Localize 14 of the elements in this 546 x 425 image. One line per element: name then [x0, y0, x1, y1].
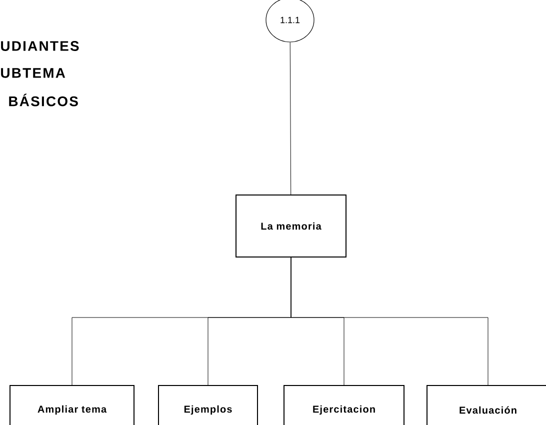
box-label: Ampliar tema	[38, 405, 107, 415]
process-box	[284, 385, 404, 425]
heading-text: UDIANTES	[1, 41, 79, 51]
process-box	[10, 385, 134, 425]
connector-line	[290, 257, 488, 386]
process-box: La memoria	[236, 194, 346, 258]
box-label: Evaluación	[460, 406, 516, 414]
box-label: Ejemplos	[184, 405, 232, 415]
heading-text: UBTEMA	[1, 68, 66, 78]
connector-line	[290, 42, 292, 195]
box-label: Ejercitacion	[313, 405, 375, 415]
process-box	[158, 385, 258, 425]
process-box	[426, 385, 546, 425]
heading-text: BÁSICOS	[9, 94, 78, 106]
